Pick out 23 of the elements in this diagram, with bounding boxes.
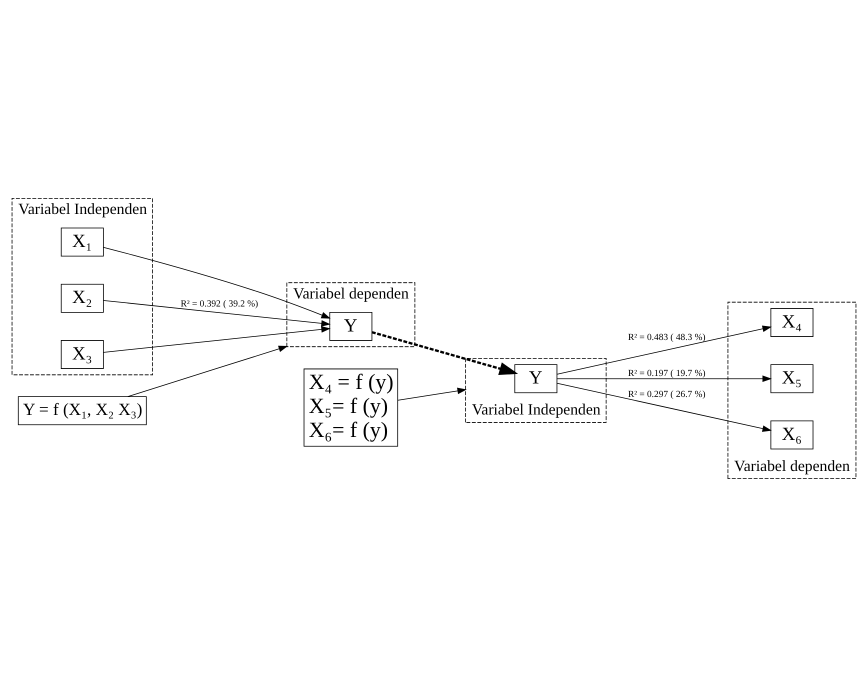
node-box: Y [329,311,372,340]
node-box: Y [514,364,558,393]
arrow [398,387,467,400]
edge-label: R² = 0.297 ( 26.7 %) [628,390,706,400]
arrow [556,382,772,432]
edge-label: R² = 0.197 ( 19.7 %) [628,368,706,379]
node-box: X₄ = f (y) X₅= f (y) X₆= f (y) [304,368,398,446]
arrow [127,345,288,396]
arrow [372,330,518,375]
node-box: X₆ [770,420,814,449]
arrow [103,246,331,318]
node-box: X₄ [770,308,814,336]
node-box: Y = f (X₁, X₂ X₃) [18,396,147,425]
arrow [103,300,331,326]
edge-label: R² = 0.392 ( 39.2 %) [180,299,258,310]
node-box: X₂ [60,283,104,312]
node-box: X₅ [770,364,814,393]
node-box: X₃ [60,340,104,368]
arrow [556,325,772,374]
arrow [556,374,772,382]
node-box: X₁ [60,227,104,256]
edge-label: R² = 0.483 ( 48.3 %) [628,332,706,343]
arrow [103,326,331,352]
